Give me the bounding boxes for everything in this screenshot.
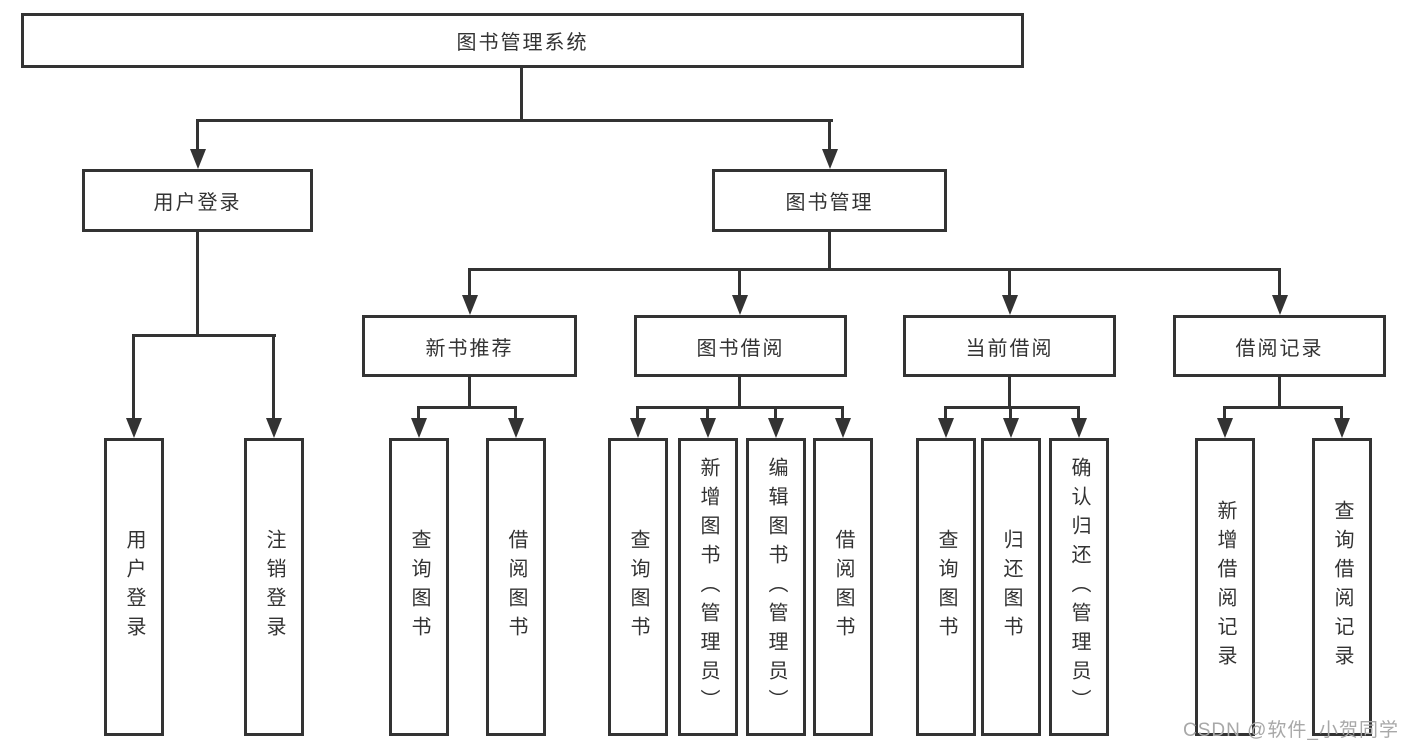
connector-level2-bus (197, 119, 833, 122)
leaf-borrow-query-books: 查询图书 (608, 438, 668, 736)
connector-book-borrowing-bus (636, 406, 844, 409)
connector-to-leaf (841, 406, 844, 420)
arrowhead-down-icon (266, 418, 282, 438)
arrowhead-down-icon (1217, 418, 1233, 438)
leaf-current-confirm-return-admin-label: 确认归还（管理员） (1068, 456, 1090, 718)
connector-to-current-borrowing (1008, 268, 1011, 298)
node-root-label: 图书管理系统 (456, 32, 589, 54)
node-borrowing-records-label: 借阅记录 (1235, 337, 1324, 360)
leaf-current-query-books: 查询图书 (916, 438, 976, 736)
leaf-newbook-query-books: 查询图书 (389, 438, 449, 736)
leaf-borrow-edit-books-admin: 编辑图书（管理员） (746, 438, 806, 736)
connector-user-login-stem (196, 230, 199, 337)
connector-level3-bus (468, 268, 1281, 271)
arrowhead-down-icon (508, 418, 524, 438)
connector-borrowing-records-bus (1223, 406, 1343, 409)
connector-to-leaf (706, 406, 709, 420)
leaf-newbook-borrow-books: 借阅图书 (486, 438, 546, 736)
leaf-borrow-add-books-admin: 新增图书（管理员） (678, 438, 738, 736)
node-current-borrowing-label: 当前借阅 (965, 337, 1054, 360)
node-book-borrowing-label: 图书借阅 (696, 337, 785, 360)
connector-to-leaf (636, 406, 639, 420)
node-new-book-recommend: 新书推荐 (362, 315, 577, 377)
arrowhead-down-icon (411, 418, 427, 438)
leaf-current-query-books-label: 查询图书 (935, 529, 957, 645)
node-user-login-label: 用户登录 (153, 192, 242, 214)
connector-new-book-stem (468, 375, 471, 409)
node-borrowing-records: 借阅记录 (1173, 315, 1386, 377)
connector-to-leaf-logout (272, 334, 275, 420)
arrowhead-down-icon (1003, 418, 1019, 438)
leaf-user-login: 用户登录 (104, 438, 164, 736)
connector-to-leaf-user-login (132, 334, 135, 420)
leaf-borrow-query-books-label: 查询图书 (627, 529, 649, 645)
arrowhead-down-icon (630, 418, 646, 438)
connector-borrowing-records-stem (1278, 375, 1281, 409)
node-current-borrowing: 当前借阅 (903, 315, 1116, 377)
connector-new-book-bus (417, 406, 517, 409)
node-book-borrowing: 图书借阅 (634, 315, 847, 377)
connector-book-borrowing-stem (738, 375, 741, 409)
arrowhead-down-icon (462, 295, 478, 315)
connector-to-leaf (1077, 406, 1080, 420)
connector-to-leaf (1223, 406, 1226, 420)
connector-to-leaf (417, 406, 420, 420)
leaf-current-return-books: 归还图书 (981, 438, 1041, 736)
arrowhead-down-icon (1071, 418, 1087, 438)
arrowhead-down-icon (938, 418, 954, 438)
arrowhead-down-icon (126, 418, 142, 438)
leaf-records-add-record: 新增借阅记录 (1195, 438, 1255, 736)
arrowhead-down-icon (835, 418, 851, 438)
connector-book-management-stem (828, 230, 831, 271)
node-book-management-label: 图书管理 (785, 192, 874, 214)
node-root: 图书管理系统 (21, 13, 1024, 68)
node-book-management: 图书管理 (712, 169, 947, 232)
leaf-borrow-edit-books-admin-label: 编辑图书（管理员） (765, 456, 787, 718)
node-new-book-recommend-label: 新书推荐 (425, 337, 514, 360)
connector-to-leaf (514, 406, 517, 420)
connector-current-borrowing-stem (1008, 375, 1011, 409)
connector-to-borrowing-records (1278, 268, 1281, 298)
connector-current-borrowing-bus (944, 406, 1080, 409)
leaf-current-confirm-return-admin: 确认归还（管理员） (1049, 438, 1109, 736)
arrowhead-down-icon (822, 149, 838, 169)
connector-to-book-management (828, 119, 831, 152)
leaf-borrow-borrow-books-label: 借阅图书 (832, 529, 854, 645)
arrowhead-down-icon (1334, 418, 1350, 438)
leaf-records-add-record-label: 新增借阅记录 (1214, 500, 1236, 674)
arrowhead-down-icon (768, 418, 784, 438)
leaf-user-login-label: 用户登录 (123, 529, 145, 645)
connector-to-leaf (774, 406, 777, 420)
leaf-newbook-borrow-books-label: 借阅图书 (505, 529, 527, 645)
connector-to-leaf (1009, 406, 1012, 420)
arrowhead-down-icon (1272, 295, 1288, 315)
connector-root-stem (520, 66, 523, 122)
arrowhead-down-icon (190, 149, 206, 169)
arrowhead-down-icon (732, 295, 748, 315)
leaf-current-return-books-label: 归还图书 (1000, 529, 1022, 645)
leaf-borrow-borrow-books: 借阅图书 (813, 438, 873, 736)
connector-to-new-book-recommend (468, 268, 471, 298)
leaf-borrow-add-books-admin-label: 新增图书（管理员） (697, 456, 719, 718)
connector-to-leaf (1340, 406, 1343, 420)
connector-to-leaf (944, 406, 947, 420)
arrowhead-down-icon (1002, 295, 1018, 315)
connector-user-login-bus (132, 334, 276, 337)
leaf-logout: 注销登录 (244, 438, 304, 736)
leaf-logout-label: 注销登录 (263, 529, 285, 645)
node-user-login: 用户登录 (82, 169, 313, 232)
leaf-records-query-record: 查询借阅记录 (1312, 438, 1372, 736)
arrowhead-down-icon (700, 418, 716, 438)
connector-to-book-borrowing (738, 268, 741, 298)
connector-to-user-login (196, 119, 199, 152)
csdn-watermark: CSDN @软件_小贺同学 (1183, 720, 1399, 741)
leaf-records-query-record-label: 查询借阅记录 (1331, 500, 1353, 674)
leaf-newbook-query-books-label: 查询图书 (408, 529, 430, 645)
